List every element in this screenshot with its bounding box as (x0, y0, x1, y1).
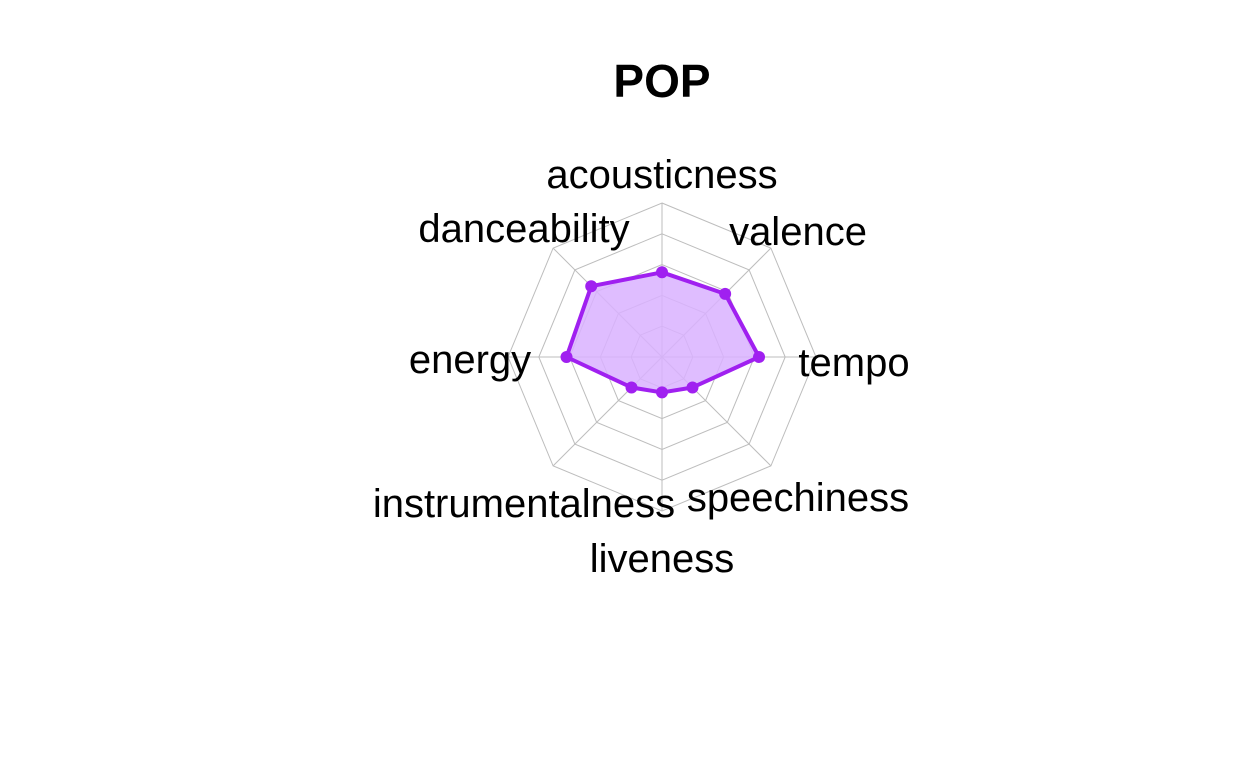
axis-label-speechiness: speechiness (687, 476, 909, 520)
axis-label-instrumentalness: instrumentalness (373, 482, 675, 526)
data-point-tempo (753, 351, 766, 363)
radar-series (560, 266, 766, 399)
data-point-speechiness (686, 381, 699, 394)
axis-label-valence: valence (729, 210, 867, 254)
axis-label-acousticness: acousticness (546, 153, 777, 197)
axis-label-liveness: liveness (590, 537, 735, 581)
data-point-instrumentalness (625, 381, 638, 394)
data-point-acousticness (656, 266, 668, 279)
axis-labels: acousticness valence tempo speechiness liven… (373, 153, 910, 581)
axis-label-tempo: tempo (798, 341, 909, 385)
data-point-valence (719, 287, 732, 300)
data-point-energy (560, 351, 573, 363)
chart-title: POP (613, 55, 710, 107)
data-point-danceability (585, 280, 598, 293)
data-point-liveness (656, 386, 668, 399)
axis-label-energy: energy (409, 338, 531, 382)
axis-label-danceability: danceability (418, 207, 629, 251)
